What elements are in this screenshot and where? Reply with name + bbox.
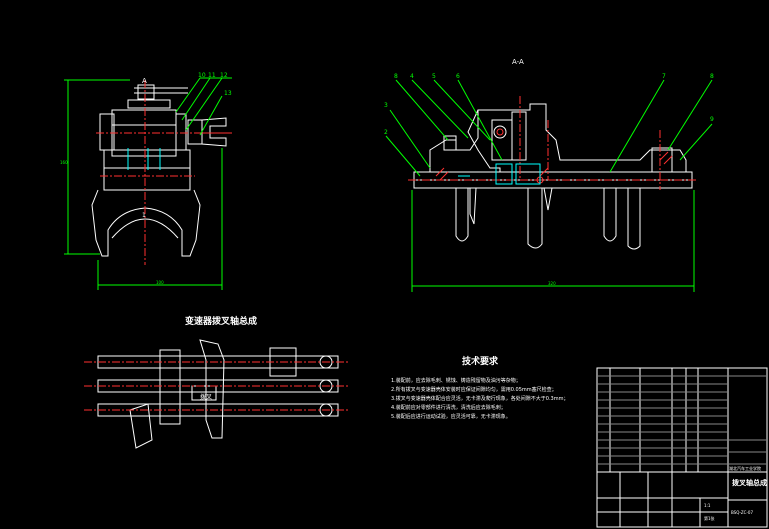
title-block-name: 拨叉轴总成 [732,479,767,487]
part-number: 10 [198,72,206,79]
title-block-scale: 1:1 [704,503,711,508]
tech-req-item: 1.装配前，应去除毛刺、锈蚀、铸造残留物及油污等杂物； [391,378,521,384]
main-title: 变速器拨叉轴总成 [185,317,258,327]
part-number: 6 [456,73,460,80]
right-cyan [458,163,541,185]
title-block-drawing-no: BSQ-ZC-07 [731,510,753,515]
right-hatching [435,128,673,184]
part-number: 5 [432,73,436,80]
part-number: 13 [224,90,232,97]
title-block-school: 湖北汽车工业学院 [729,466,761,471]
right-centerlines [408,96,698,190]
bom-rows [597,375,767,465]
view-arrow-label: A [142,77,147,85]
part-number: 3 [384,102,388,109]
bottom-centerlines [84,361,350,411]
left-dims [64,77,232,290]
inner-label: 1 [142,212,146,219]
part-number: 2 [384,129,388,136]
part-number: 8 [710,73,714,80]
part-number: 4 [410,73,414,80]
bottom-inner-label: 拨叉 [200,394,213,401]
part-number: 9 [710,116,714,123]
part-number: 7 [662,73,666,80]
left-view [91,84,227,257]
section-label: A-A [512,58,524,66]
bottom-view [97,339,339,449]
tech-req-item: 4.装配前应对零部件进行清洗，清洗后应去除毛刺； [391,405,506,411]
right-dims [385,79,713,292]
part-number: 11 [208,72,216,79]
tech-req-list: 1.装配前，应去除毛刺、锈蚀、铸造残留物及油污等杂物； 2.所有拨叉与变速器壳体… [391,377,591,422]
tech-req-item: 2.所有拨叉与变速器壳体安装时应保证间隙均匀，需用0.05mm塞尺检查； [391,387,557,393]
part-number: 8 [394,73,398,80]
tech-req-item: 3.拨叉与变速器壳体配合应灵活，无卡滞及爬行现象，各处间隙不大于0.3mm； [391,396,569,402]
tech-req-item: 5.装配后应进行运动试验，应灵活可靠，无卡滞现象。 [391,414,511,420]
dim-left-height: 160 [60,160,68,165]
left-centerlines [96,80,232,265]
title-block-sheet: 第1张 [704,516,715,521]
dim-right-width: 320 [548,281,556,286]
dim-left-width: 100 [156,280,164,285]
part-number: 12 [220,72,228,79]
tech-req-title: 技术要求 [462,357,499,367]
title-block [596,367,768,528]
